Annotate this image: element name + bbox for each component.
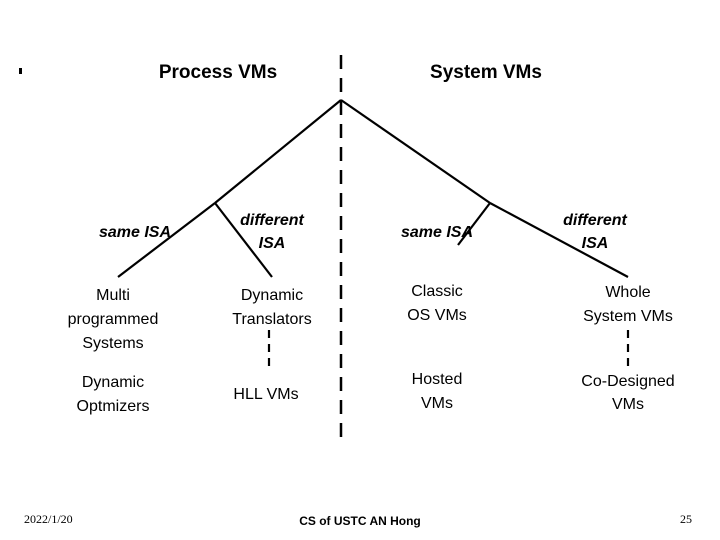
branch-label-process-different-isa-line2: ISA [259,235,286,252]
edge-left-multi [117,202,216,278]
leaf-multiprogrammed-line2: programmed [68,311,159,328]
leaf-multiprogrammed-line1: Multi [96,287,130,304]
header-system-vms: System VMs [430,62,542,83]
edge-left-dyntrans [214,202,273,278]
leaf-classic-os-vms-line2: OS VMs [407,307,467,324]
leaf-co-designed-vms-line1: Co-Designed [581,373,674,390]
leaf-classic-os-vms-line1: Classic [411,283,463,300]
footer-page-number: 25 [680,512,692,526]
footer-course-label: CS of USTC AN Hong [299,514,421,528]
branch-label-system-different-isa-line1: different [563,212,627,229]
footer-date: 2022/1/20 [24,512,73,526]
branch-label-process-different-isa-line1: different [240,212,304,229]
edge-root-left [214,99,342,204]
header-process-vms: Process VMs [159,62,277,83]
branch-label-system-different-isa-line2: ISA [582,235,609,252]
edge-right-whole [489,202,629,278]
leaf-co-designed-vms-line2: VMs [612,396,644,413]
leaf-whole-system-vms-line1: Whole [605,284,650,301]
branch-label-process-same-isa: same ISA [99,224,171,241]
bullet-mark [19,68,22,74]
branch-label-system-same-isa: same ISA [401,224,473,241]
leaf-hosted-vms-line2: VMs [421,395,453,412]
edge-root-right [340,99,491,204]
leaf-dynamic-translators-line2: Translators [232,311,311,328]
tree-edges [117,99,629,278]
leaf-dynamic-optimizers-line1: Dynamic [82,374,144,391]
leaf-hosted-vms-line1: Hosted [412,371,463,388]
leaf-dynamic-translators-line1: Dynamic [241,287,303,304]
vm-taxonomy-diagram: Process VMs System VMs same ISA differen… [19,55,675,438]
leaf-dynamic-optimizers-line2: Optmizers [77,398,150,415]
edge-right-classic [457,202,491,246]
leaf-multiprogrammed-line3: Systems [82,335,143,352]
leaf-whole-system-vms-line2: System VMs [583,308,673,325]
leaf-hll-vms: HLL VMs [233,386,298,403]
